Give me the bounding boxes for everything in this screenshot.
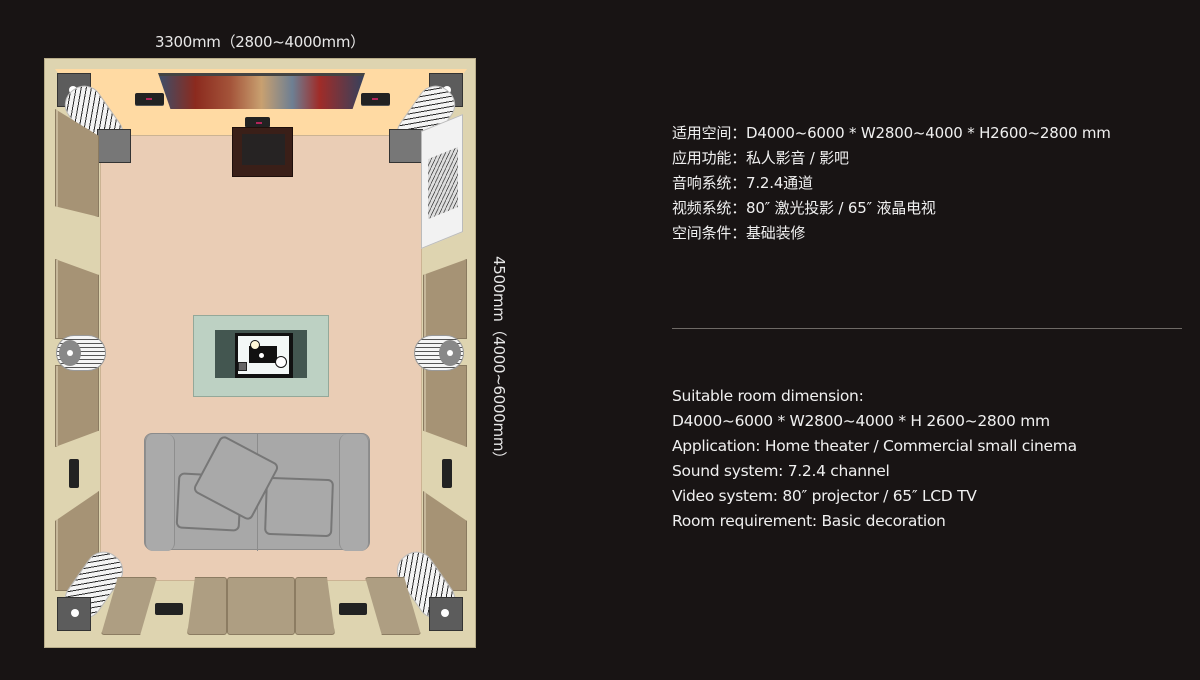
projection-screen [158,73,365,109]
spec-line-requirement: Room requirement: Basic decoration [672,512,946,530]
right-rear-surround-speaker-icon [442,459,452,488]
spec-line-dimension: D4000~6000 * W2800~4000 * H 2600~2800 mm [672,412,1050,430]
rear-left-subwoofer-icon [155,603,183,615]
front-left-height-speaker-icon [55,73,131,163]
acoustic-panel [55,365,99,447]
rear-right-subwoofer-icon [339,603,367,615]
left-rear-surround-speaker-icon [69,459,79,488]
equipment-rack [421,114,463,249]
spec-line-video: 视频系统：80″ 激光投影 / 65″ 液晶电视 [672,199,936,217]
acoustic-panel [423,365,467,447]
acoustic-panel [55,259,99,339]
floor-cushion [187,577,227,635]
spec-line-condition: 空间条件：基础装修 [672,224,806,242]
width-dimension-label: 3300mm（2800~4000mm） [155,33,365,51]
spec-line-application: 应用功能：私人影音 / 影吧 [672,149,849,167]
left-surround-speaker-icon [56,335,106,371]
spec-line-space: 适用空间：D4000~6000 * W2800~4000 * H2600~280… [672,124,1111,142]
section-divider [672,328,1182,329]
spec-line-video: Video system: 80″ projector / 65″ LCD TV [672,487,977,505]
room-floor-plan [44,58,476,648]
right-surround-speaker-icon [414,335,464,371]
sofa [144,433,370,551]
floor-cushion [227,577,295,635]
specs-chinese: 适用空间：D4000~6000 * W2800~4000 * H2600~280… [672,121,1111,246]
rear-right-height-speaker-icon [389,544,465,643]
front-left-speaker-icon [135,93,164,105]
center-speaker-icon [245,117,270,127]
spec-line-sound: 音响系统：7.2.4通道 [672,174,813,192]
specs-english: Suitable room dimension: D4000~6000 * W2… [672,384,1077,534]
rug [193,315,329,397]
spec-line-sound: Sound system: 7.2.4 channel [672,462,890,480]
spec-line-application: Application: Home theater / Commercial s… [672,437,1077,455]
depth-dimension-label: 4500mm（4000~6000mm） [490,256,508,466]
tv-cabinet [232,127,293,177]
floor-cushion [295,577,335,635]
rear-left-height-speaker-icon [55,544,131,643]
pillow [264,476,334,538]
tv-screen [242,134,285,165]
spec-line-dimension-title: Suitable room dimension: [672,387,864,405]
coffee-table [235,333,293,378]
front-right-speaker-icon [361,93,390,105]
acoustic-panel [423,259,467,339]
